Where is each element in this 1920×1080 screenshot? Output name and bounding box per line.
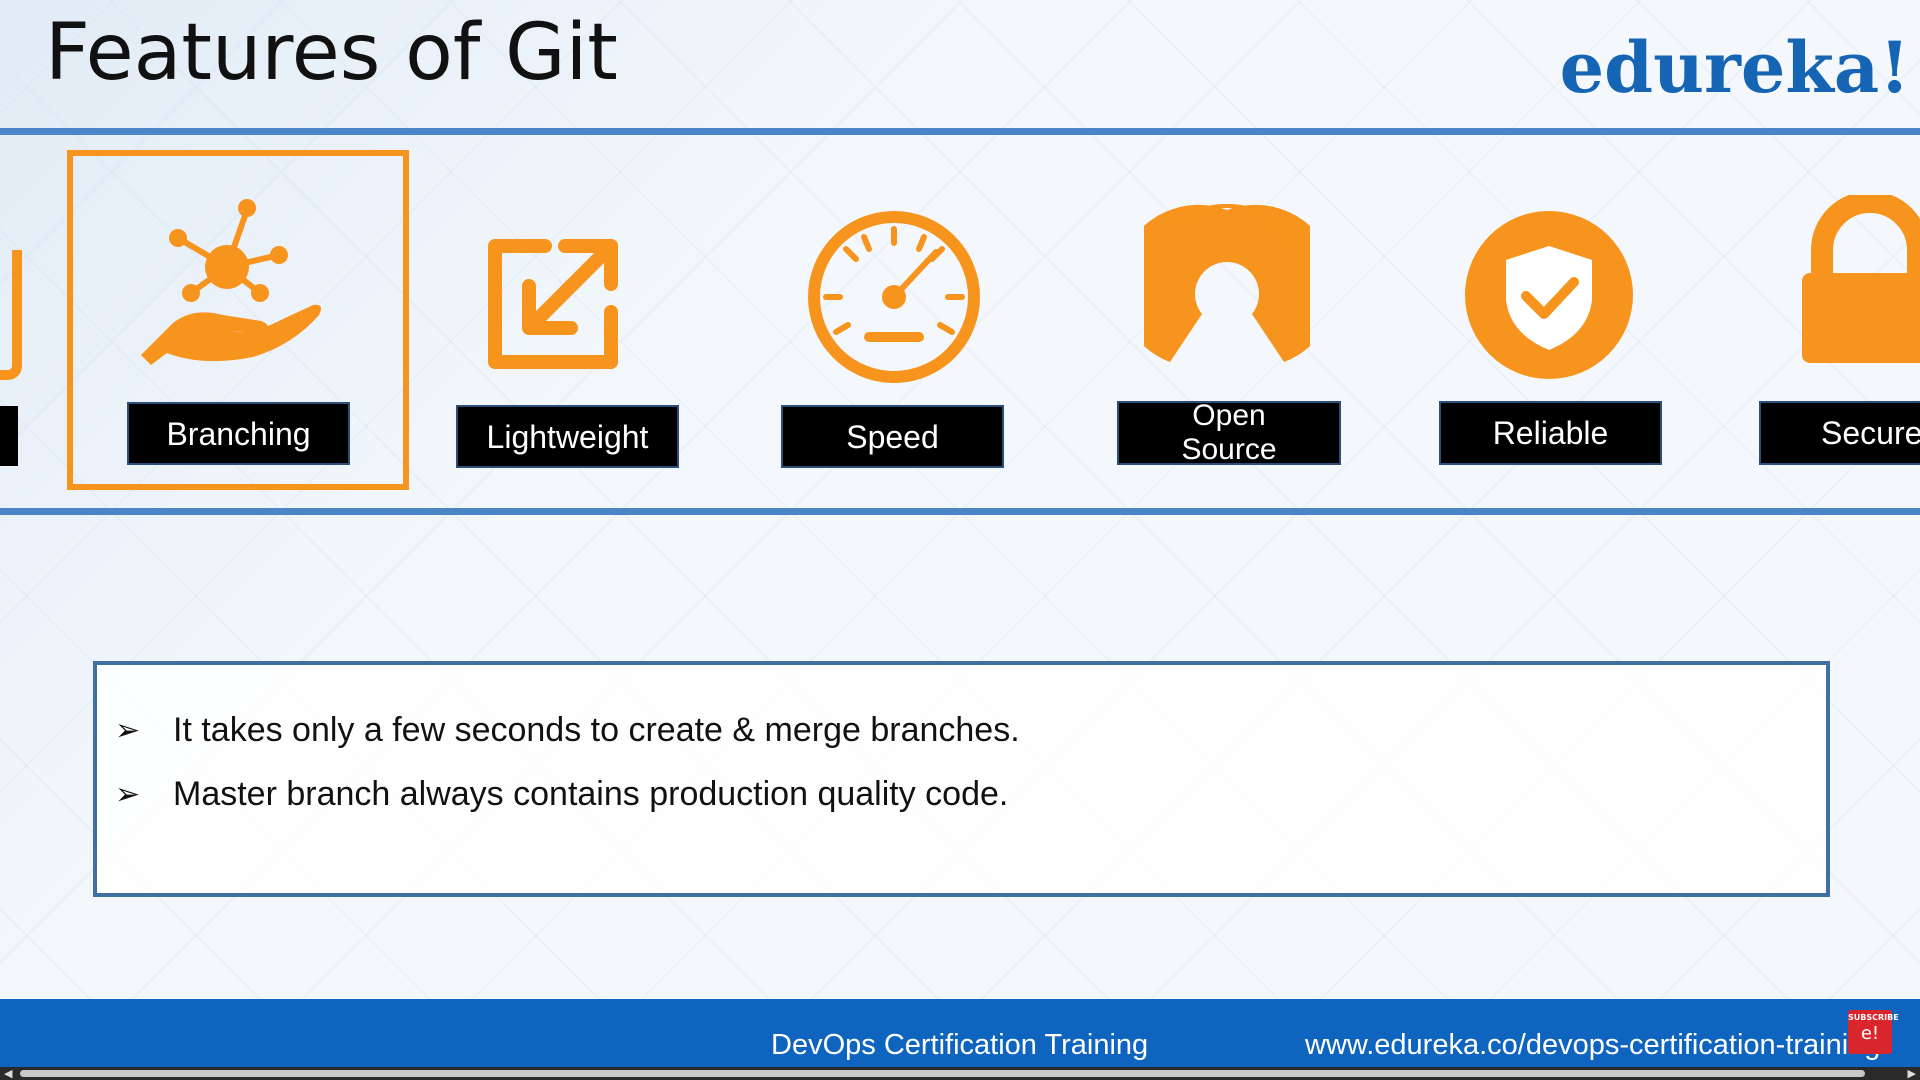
slide-title: Features of Git [45,8,618,98]
feature-label-branching: Branching [127,402,350,465]
edureka-logo: edureka! [1559,26,1910,109]
feature-label-line1: Open [1192,399,1266,432]
feature-label-speed: Speed [781,405,1004,468]
feature-label-text: Speed [846,418,939,455]
selected-feature-highlight [67,150,409,490]
scroll-left-arrow-icon[interactable]: ◀ [4,1067,13,1080]
bullet-text: It takes only a few seconds to create & … [173,711,1020,749]
arrow-bullet-icon: ➢ [115,778,141,811]
divider-bottom [0,508,1920,515]
feature-label-secure: Secure [1759,401,1920,465]
partial-previous-label [0,406,18,466]
feature-label-open-source: Open Source [1117,401,1341,465]
divider-top [0,128,1920,135]
feature-label-line2: Source [1181,433,1277,466]
footer-course: DevOps Certification Training [771,1029,1149,1061]
feature-label-text: Lightweight [486,418,649,455]
feature-label-reliable: Reliable [1439,401,1662,465]
partial-previous-icon [0,250,22,380]
footer-bar: DevOps Certification Training www.edurek… [0,999,1920,1067]
open-source-icon [1144,204,1310,362]
subscribe-label: SUBSCRIBE [1848,1013,1899,1022]
speedometer-icon [808,211,980,383]
feature-label-text: Secure [1821,415,1920,451]
bullet-item: ➢ Master branch always contains producti… [115,775,1008,814]
lock-icon [1802,195,1920,363]
feature-label-text: Branching [166,415,311,452]
feature-label-text: Reliable [1492,415,1609,451]
footer-url[interactable]: www.edureka.co/devops-certification-trai… [1305,1029,1881,1061]
scrollbar-thumb[interactable] [20,1070,1865,1077]
horizontal-scrollbar[interactable]: ◀ ▶ [0,1067,1920,1080]
subscribe-badge-icon: e! [1860,1023,1880,1044]
bullet-text: Master branch always contains production… [173,775,1009,813]
branching-hand-icon [141,199,321,365]
feature-label-lightweight: Lightweight [456,405,679,468]
arrow-bullet-icon: ➢ [115,714,141,747]
bullet-item: ➢ It takes only a few seconds to create … [115,711,1020,750]
scroll-right-arrow-icon[interactable]: ▶ [1907,1067,1916,1080]
resize-arrow-icon [488,239,618,369]
shield-check-icon [1465,211,1633,379]
feature-description-box: ➢ It takes only a few seconds to create … [93,661,1830,897]
subscribe-button[interactable]: SUBSCRIBE e! [1848,1010,1899,1054]
